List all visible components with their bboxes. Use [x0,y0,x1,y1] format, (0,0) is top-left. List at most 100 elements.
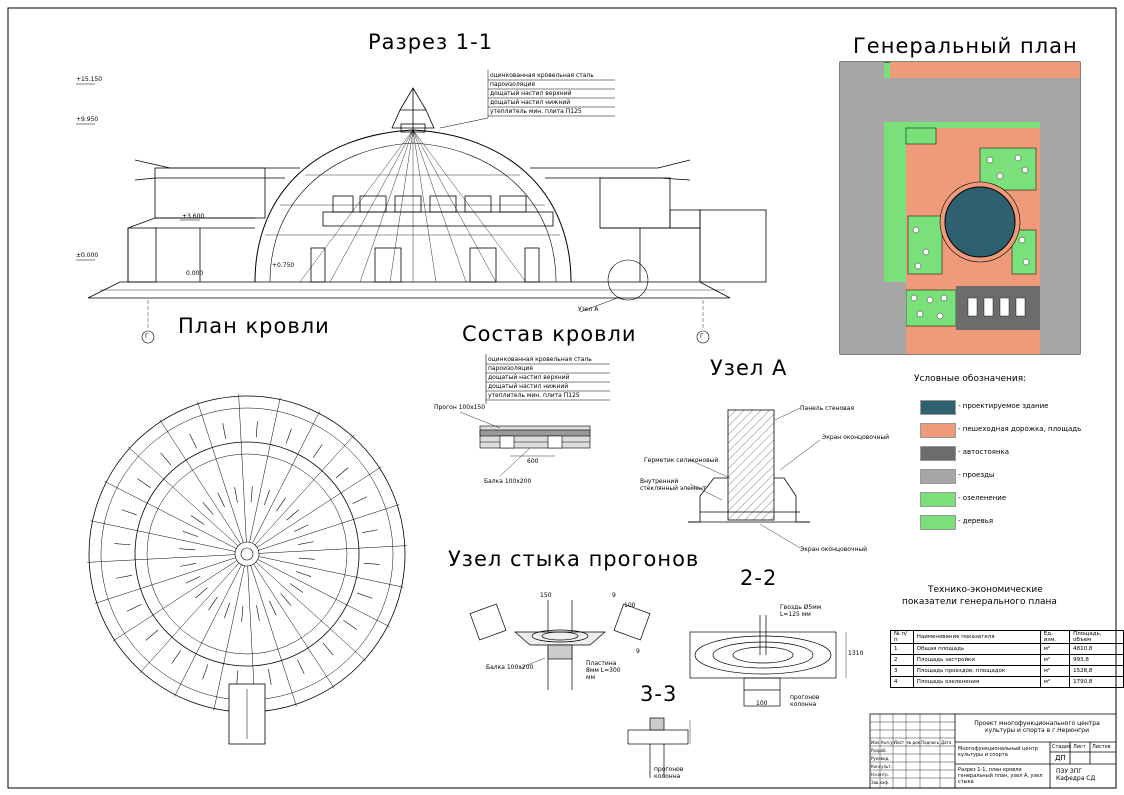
purlin-node-title: Узел стыка прогонов [448,547,700,571]
slope-arrow [269,600,277,616]
slope-arrow [189,433,197,449]
level-mark-4: ±0.000 [76,252,99,259]
slope-arrow [363,562,380,565]
node-a-sealant-label: Герметик силиконовый [644,457,719,464]
level-mark-3: +3.600 [182,213,205,220]
tep-cell: 1 [890,643,914,655]
roof-plan-title: План кровли [178,314,330,338]
slope-arrow [352,496,368,504]
tep-header-cell: № п/п [890,630,914,644]
slope-arrow [202,502,214,515]
level-mark-2: +9.950 [76,116,99,123]
node-a-screen2-label: Экран оконцовочный [800,546,868,553]
node-a-detail [688,407,821,549]
roof-ray [253,563,335,689]
roof-ray [139,562,240,674]
stamp-sheet-desc: Разрез 1-1, план кровли генеральный план… [958,767,1043,785]
roof-ray [250,565,297,707]
tep-table: № п/п Наименование показателя Ед. изм. П… [890,630,1124,688]
section-layer-1: оцинкованная кровельная сталь [490,72,594,79]
slope-arrow [160,452,172,466]
stamp-role-5: Зав.каф. [871,780,890,785]
slope-arrow [298,541,314,545]
slope-arrow [241,605,244,622]
stamp-sheets-header: Листов [1092,744,1111,750]
level-mark-6: 0.000 [186,270,204,277]
roof-ray [127,446,239,547]
stamp-object: Многофункциональный центр культуры и спо… [958,746,1038,758]
stamp-role-3: Консульт. [871,764,892,769]
roof-ray [213,565,245,711]
slope-arrow [208,596,218,611]
slope-arrow [116,575,133,579]
slope-arrow [190,515,205,525]
slope-arrow [357,592,373,599]
stamp-role-4: Н.контр. [871,772,889,777]
purlin-column-label: прогонов колонна [790,694,820,708]
tep-cell: 1528,8 [1069,665,1124,677]
stamp-col-4: № док. [907,740,922,745]
legend-title: Условные обозначения: [914,374,1027,384]
slope-arrow [126,604,142,612]
axis-label-right: Г [700,333,704,340]
slope-arrow [250,486,253,503]
stamp-col-5: Подпись [921,740,939,745]
slope-arrow [137,478,151,488]
slope-arrow [322,642,334,656]
tep-cell: 3 [890,665,914,677]
stamp-sheet-header: Лист [1073,744,1086,750]
tep-cell: 1790,8 [1069,676,1124,688]
node-a-callout: Узел А [578,306,599,313]
comp-layer-5: утеплитель мин. плита П125 [488,392,580,399]
general-plan-map [839,61,1081,355]
tep-title-2: показатели генерального плана [902,597,1057,607]
roof-ray [87,554,236,563]
tep-header-cell: Наименование показателя [912,630,1041,644]
purlin-bolt-label: Гвоздь Ø5мм L=125 мм [780,604,822,618]
stamp-role-2: Руковод. [871,756,890,761]
roof-composition-title: Состав кровли [462,322,637,346]
roof-ray [94,557,236,604]
section-2-2-title: 2-2 [740,566,778,590]
tep-header-row: № п/п Наименование показателя Ед. изм. П… [890,630,1124,644]
slope-arrow [286,509,299,521]
tep-header-cell: Ед. изм. [1039,630,1071,644]
axis-label-left: Г [145,333,149,340]
legend-label: - пешеходная дорожка, площадь [958,425,1082,433]
stamp-role-1: Разраб. [871,748,887,753]
roof-ray [249,397,281,543]
general-plan-title: Генеральный план [853,34,1078,58]
roof-ray [258,556,404,588]
tep-cell: Общая площадь [912,643,1041,655]
stamp-col-6: Дата [941,740,952,745]
slope-arrow [185,576,201,584]
slope-arrow [285,428,292,444]
slope-arrow [268,668,272,685]
section-layer-5: утеплитель мин. плита П125 [490,108,582,115]
slope-arrow [114,543,131,546]
roof-ray [255,561,367,662]
tep-row: 2 Площадь застройки м² 993,8 [890,654,1124,666]
slope-arrow [202,664,209,680]
slope-arrow [343,620,357,630]
slope-arrow [195,587,208,599]
purlin-dim-9a: 9 [612,592,616,599]
slope-arrow [255,421,258,438]
roof-ray [256,466,382,548]
purlin-dim-150: 150 [540,592,552,599]
slope-arrow [145,629,159,641]
roof-ray [252,411,320,544]
slope-arrow [280,593,292,606]
section-2-2-detail [689,615,847,707]
roof-composition-detail [459,354,610,477]
roof-ray [174,564,242,697]
stamp-col-1: Изм. [871,740,881,745]
section-layer-4: дощатый настил нижний [490,99,571,106]
purlin-beam-label: Балка 100х200 [486,664,534,671]
section-layer-2: пароизоляция [490,81,535,88]
roof-ray [238,394,247,543]
slope-arrow [276,497,286,512]
slope-arrow [171,650,181,664]
slope-arrow [335,467,349,479]
